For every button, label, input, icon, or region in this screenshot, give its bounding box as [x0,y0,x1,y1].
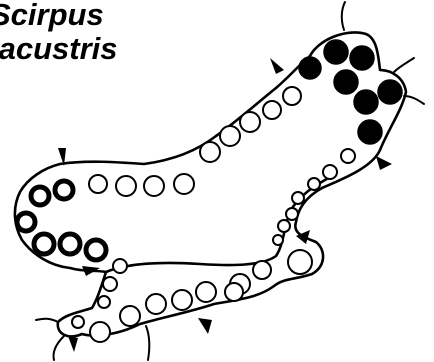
cell-open-27 [278,220,290,232]
cell-filled-5 [378,80,402,104]
cell-open-11 [200,142,220,162]
cell-filled-6 [358,120,382,144]
hair-top-2 [394,58,414,72]
cell-open-31 [98,296,110,308]
hair-right [404,96,424,104]
cell-open-30 [103,277,117,291]
cell-open-13 [144,176,164,196]
cell-thick-19 [34,234,54,254]
cell-thick-18 [17,213,35,231]
cell-open-10 [220,126,240,146]
cell-filled-2 [299,57,321,79]
hair-bottom-1 [146,326,149,360]
marker-right [376,156,392,170]
cell-open-35 [196,282,216,302]
cell-open-29 [113,259,127,273]
cell-open-7 [283,87,301,105]
cell-filled-1 [350,46,374,70]
cell-open-41 [225,283,243,301]
cell-open-24 [308,178,320,190]
cell-open-33 [253,261,271,279]
cell-filled-0 [324,40,348,64]
cell-thick-17 [55,181,73,199]
hair-left [36,319,58,322]
cell-open-32 [288,250,312,274]
cell-open-22 [341,149,355,163]
hair-bottom-2 [53,336,64,360]
cell-open-8 [263,101,281,119]
cell-thick-21 [86,240,106,260]
cell-open-25 [292,192,304,204]
cell-filled-3 [334,70,358,94]
cell-open-14 [116,176,136,196]
cell-open-15 [89,175,107,193]
cell-open-36 [172,290,192,310]
cell-thick-20 [60,234,80,254]
cell-filled-4 [354,90,378,114]
cell-open-40 [72,316,84,328]
cell-open-12 [174,174,194,194]
cell-open-9 [240,112,260,132]
cell-open-26 [286,208,298,220]
cell-open-39 [90,322,110,342]
cell-open-38 [120,306,140,326]
cell-open-23 [323,165,337,179]
marker-bottom-mid [198,318,212,334]
cell-thick-16 [31,187,49,205]
marker-bottom-left [68,336,78,352]
cell-open-37 [146,294,166,314]
hair-top-1 [342,2,345,30]
cell-open-28 [273,235,283,245]
cell-layer [17,40,402,342]
marker-top [270,58,284,74]
